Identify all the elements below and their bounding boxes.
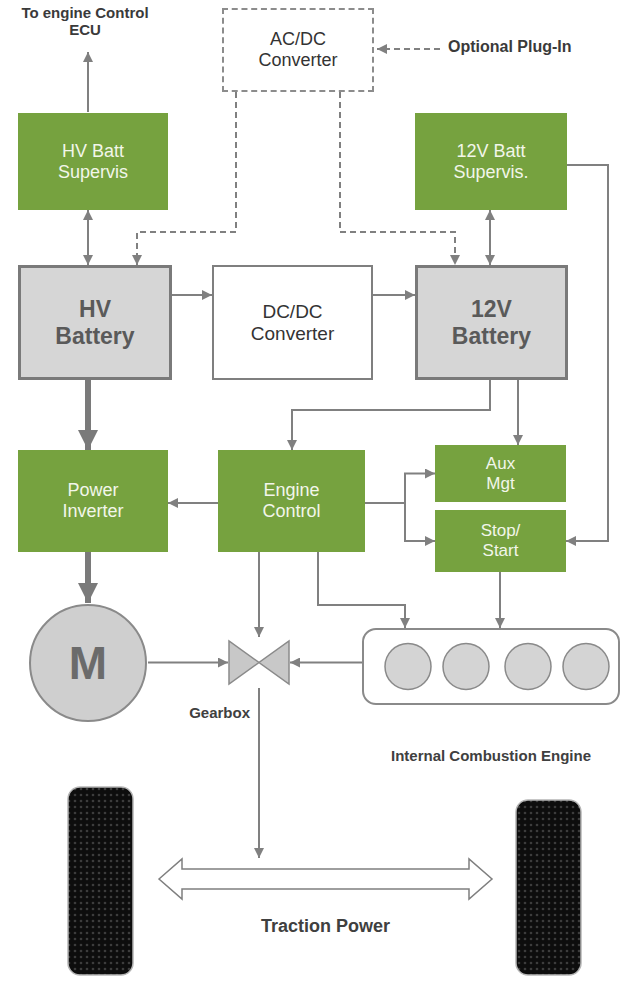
connector-arrow	[290, 662, 362, 664]
connector-arrow	[318, 552, 405, 628]
connector-arrow	[258, 552, 260, 637]
node-text: Stop/ Start	[473, 521, 528, 560]
node-text: M	[69, 637, 107, 690]
connector-arrow	[168, 502, 218, 504]
converter-box: DC/DC Converter	[212, 265, 373, 380]
process-box: Engine Control	[218, 450, 365, 552]
engine-block: Internal Combustion Engine	[362, 628, 620, 705]
shape-outline	[364, 630, 622, 707]
node-text: HV Batt Supervis	[43, 141, 143, 182]
cylinder-symbol	[443, 644, 489, 690]
node-text: DC/DC Converter	[235, 301, 350, 345]
signal-arrow	[87, 52, 89, 112]
connector-arrow	[172, 294, 212, 296]
process-box: Aux Mgt	[435, 445, 566, 502]
double-arrow-outline	[159, 859, 492, 899]
node-text: 12V Batt Supervis.	[441, 141, 541, 182]
connector-arrow	[258, 688, 260, 858]
connector-arrow	[373, 294, 415, 296]
motor-circle: M	[28, 603, 148, 723]
part-label: Gearbox	[189, 704, 250, 721]
connector-arrow	[87, 210, 89, 265]
connector-arrow	[566, 165, 608, 541]
signal-label: To engine Control ECU	[20, 4, 150, 39]
node-text: AC/DC Converter	[243, 29, 353, 70]
wheel-tire	[516, 800, 581, 975]
battery-box: HV Battery	[18, 265, 172, 380]
connector-arrow	[85, 380, 91, 450]
connector-arrow	[292, 380, 490, 450]
wheel-tire	[68, 787, 133, 975]
node-text: HV Battery	[45, 296, 145, 349]
battery-box: 12V Battery	[415, 265, 568, 380]
cylinder-symbol	[385, 644, 431, 690]
gearbox-symbol: Gearbox	[228, 637, 290, 688]
node-text: Engine Control	[249, 480, 334, 521]
connector-arrow	[365, 474, 435, 504]
node-text: 12V Battery	[442, 296, 542, 349]
cylinder-symbol	[563, 644, 609, 690]
plug-in-arrow	[377, 48, 440, 50]
converter-box: AC/DC Converter	[222, 8, 374, 92]
connector-arrow	[148, 662, 228, 664]
connector-arrow	[489, 210, 491, 265]
process-box: Power Inverter	[18, 450, 168, 552]
shape-outline	[228, 637, 290, 688]
motor-outline	[30, 605, 146, 721]
connector-arrow	[365, 503, 435, 541]
note-label: Optional Plug-In	[448, 38, 572, 56]
supervisor-box: 12V Batt Supervis.	[415, 113, 567, 210]
cylinder-symbol	[505, 644, 551, 690]
process-box: Stop/ Start	[435, 510, 566, 572]
traction-arrow: Traction Power	[158, 858, 493, 900]
node-text: Aux Mgt	[473, 454, 528, 493]
part-label: Traction Power	[158, 916, 493, 937]
node-text: Power Inverter	[51, 480, 136, 521]
connector-arrow	[499, 572, 501, 628]
valve-outline	[229, 641, 289, 684]
shape-outline	[158, 858, 493, 900]
connector-arrow	[517, 380, 519, 445]
supervisor-box: HV Batt Supervis	[18, 113, 168, 210]
connector-arrow	[85, 552, 91, 603]
part-label: Internal Combustion Engine	[364, 747, 618, 764]
